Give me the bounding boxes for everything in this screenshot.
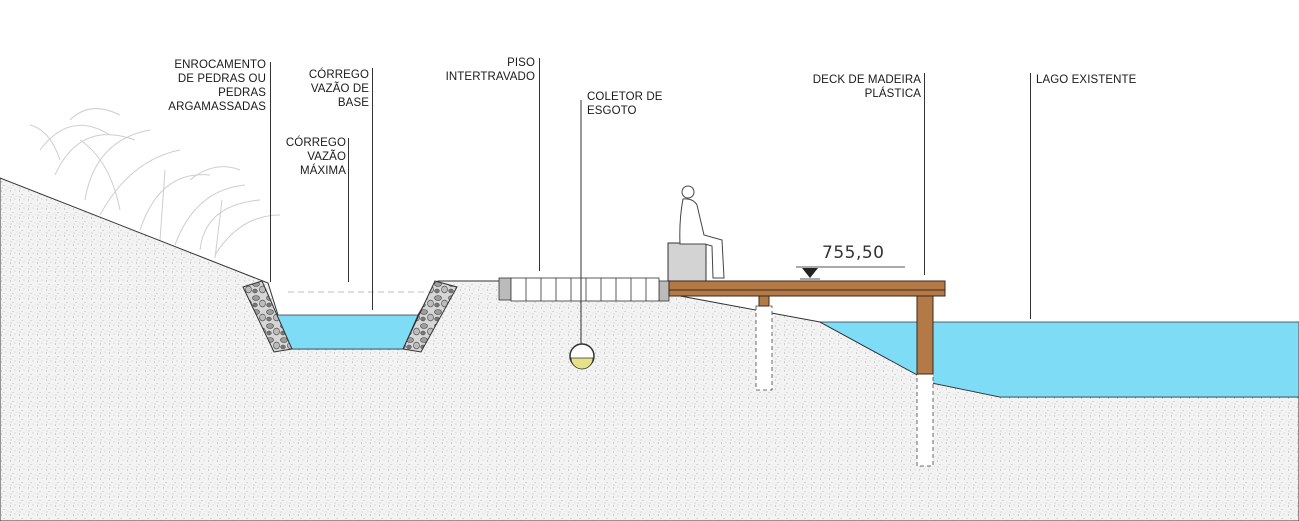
bench-block xyxy=(667,242,707,282)
leader-enrocamento xyxy=(270,62,271,282)
leader-corrego-maxima xyxy=(348,138,349,282)
label-enrocamento: ENROCAMENTO DE PEDRAS OU PEDRAS ARGAMASS… xyxy=(168,59,266,113)
paving-block-end xyxy=(498,277,512,301)
label-lago-existente: LAGO EXISTENTE xyxy=(1036,74,1137,86)
stream-water xyxy=(274,314,419,350)
elevation-marker-icon xyxy=(802,268,818,278)
vegetation-sketch xyxy=(29,108,281,259)
leader-deck xyxy=(924,73,925,275)
leader-piso xyxy=(539,58,540,271)
label-corrego-vazao-maxima: CÓRREGO VAZÃO MÁXIMA xyxy=(285,137,346,177)
leader-corrego-base xyxy=(372,68,373,310)
seated-person-figure xyxy=(679,185,725,279)
interlocking-paving xyxy=(510,277,660,302)
label-piso-intertravado: PISO INTERTRAVADO xyxy=(445,57,535,83)
riprap-right xyxy=(402,280,458,353)
label-deck-madeira: DECK DE MADEIRA PLÁSTICA xyxy=(812,74,921,100)
elevation-value: 755,50 xyxy=(822,243,885,263)
leader-lago xyxy=(1030,73,1031,319)
lake-water xyxy=(819,321,1299,398)
label-corrego-vazao-base: CÓRREGO VAZÃO DE BASE xyxy=(308,69,369,109)
wood-deck xyxy=(668,280,946,375)
paving-block-end-right xyxy=(658,280,670,302)
label-coletor-esgoto: COLETOR DE ESGOTO xyxy=(587,91,663,117)
riprap-left xyxy=(242,280,293,353)
